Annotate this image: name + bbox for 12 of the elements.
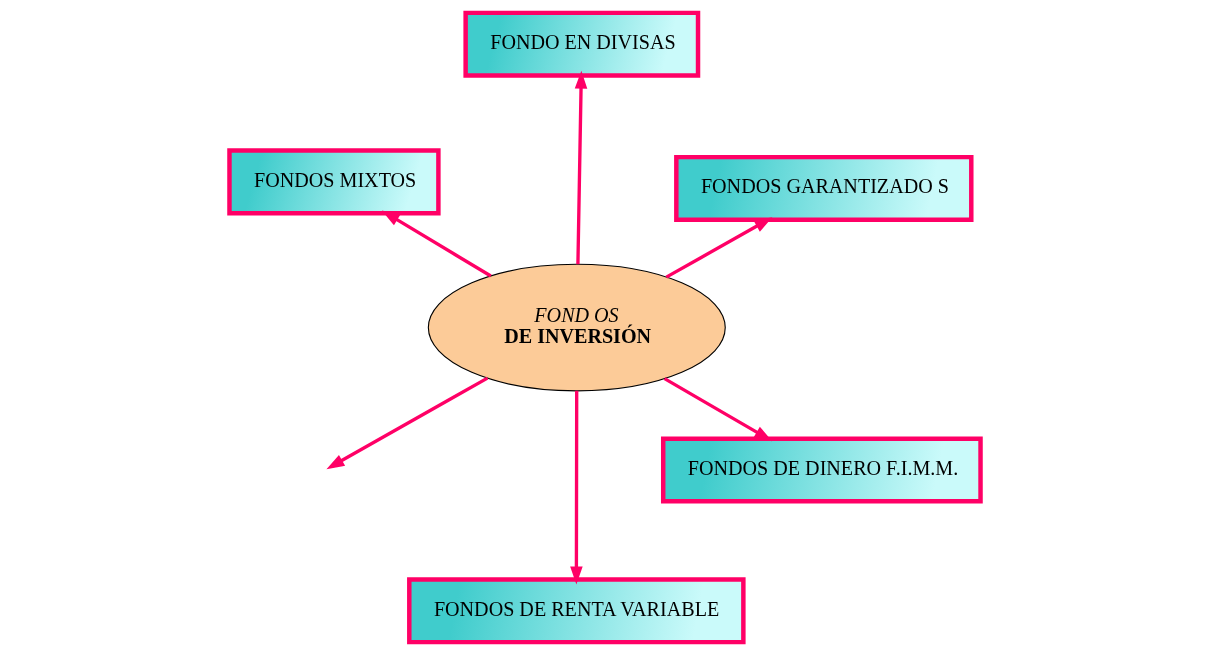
node-box: FONDOS MIXTOS (226, 148, 441, 216)
arrow (381, 210, 492, 278)
node-ellipse: FOND OS DE INVERSIÓN (427, 263, 726, 392)
arrow (663, 377, 772, 442)
node-box: FONDOS DE DINERO F.I.M.M. (660, 436, 983, 504)
arrow (325, 376, 488, 470)
arrow (665, 217, 772, 279)
node-box: FONDOS DE RENTA VARIABLE (406, 577, 746, 645)
node-box: FONDOS GARANTIZADO S (673, 154, 974, 222)
arrow (574, 70, 587, 265)
node-box: FONDO EN DIVISAS (462, 10, 700, 78)
arrow (569, 390, 583, 585)
